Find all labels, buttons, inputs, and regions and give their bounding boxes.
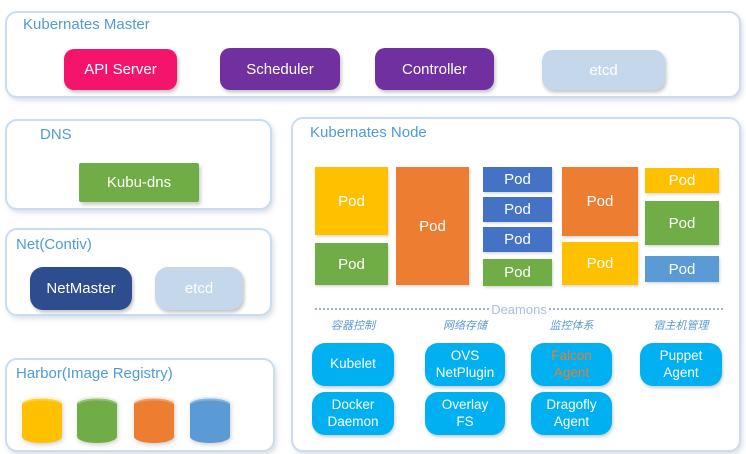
dragofly-agent-box: Dragofly Agent (531, 392, 612, 435)
netmaster-box: NetMaster (30, 267, 132, 310)
harbor-panel: Harbor(Image Registry) (5, 358, 275, 452)
cylinder-body (134, 402, 174, 443)
ovs-netplugin-box: OVS NetPlugin (425, 343, 505, 386)
cylinder-top (22, 397, 62, 408)
pod-box: Pod (645, 201, 719, 245)
net-panel-title: Net(Contiv) (16, 236, 92, 253)
kubu-dns-box: Kubu-dns (79, 163, 199, 202)
harbor-panel-title: Harbor(Image Registry) (16, 365, 173, 382)
etcd-box: etcd (542, 50, 665, 90)
pod-box: Pod (645, 256, 719, 282)
overlay-fs-box: Overlay FS (425, 392, 505, 435)
registry-storage-cylinder (190, 397, 230, 443)
docker-daemon-box: Docker Daemon (312, 392, 394, 435)
puppet-agent-box: Puppet Agent (640, 343, 722, 386)
net-etcd-box: etcd (155, 267, 243, 310)
pod-box: Pod (315, 167, 388, 235)
daemons-divider-label: Deamons (491, 301, 547, 317)
kubelet-box: Kubelet (312, 343, 394, 386)
daemon-group-host-management: 宿主机管理 Puppet Agent (640, 317, 722, 392)
daemons-divider: Deamons (315, 301, 724, 317)
registry-storage-cylinder (77, 397, 117, 443)
pod-box: Pod (645, 168, 719, 193)
cylinder-body (77, 402, 117, 443)
dns-panel: DNS Kubu-dns (5, 119, 272, 210)
daemon-group-header: 网络存储 (443, 320, 487, 332)
pod-box: Pod (562, 242, 638, 285)
master-panel-title: Kubernates Master (23, 16, 150, 33)
controller-box: Controller (375, 48, 494, 90)
daemon-group-container-control: 容器控制 Kubelet Docker Daemon (312, 317, 394, 441)
pod-box: Pod (483, 197, 552, 222)
cylinder-top (190, 397, 230, 408)
cylinder-body (190, 402, 230, 443)
net-contiv-panel: Net(Contiv) NetMaster etcd (5, 228, 272, 316)
node-panel-title: Kubernates Node (310, 124, 427, 141)
dotted-line (315, 308, 490, 310)
kubernetes-master-panel: Kubernates Master API Server Scheduler C… (5, 11, 741, 98)
daemon-group-monitoring: 监控体系 Falcon Agent Dragofly Agent (531, 317, 612, 441)
pod-box: Pod (315, 243, 388, 285)
pod-box: Pod (483, 227, 552, 252)
daemon-group-network-storage: 网络存储 OVS NetPlugin Overlay FS (425, 317, 505, 441)
falcon-agent-box: Falcon Agent (531, 343, 612, 386)
api-server-box: API Server (64, 49, 177, 90)
daemon-group-header: 监控体系 (549, 320, 594, 332)
pod-box: Pod (483, 259, 552, 286)
dotted-line (548, 308, 724, 310)
cylinder-top (77, 397, 117, 408)
pod-box: Pod (483, 167, 552, 192)
pod-box: Pod (396, 167, 469, 285)
registry-storage-cylinder (22, 397, 62, 443)
pod-box: Pod (562, 167, 638, 236)
daemon-group-header: 宿主机管理 (653, 320, 709, 332)
cylinder-body (22, 402, 62, 443)
dns-panel-title: DNS (40, 126, 72, 143)
cylinder-top (134, 397, 174, 408)
daemon-group-header: 容器控制 (331, 320, 375, 332)
registry-storage-cylinder (134, 397, 174, 443)
kubernetes-node-panel: Kubernates Node Pod Pod Pod Pod Pod Pod … (291, 117, 741, 452)
scheduler-box: Scheduler (220, 48, 340, 90)
